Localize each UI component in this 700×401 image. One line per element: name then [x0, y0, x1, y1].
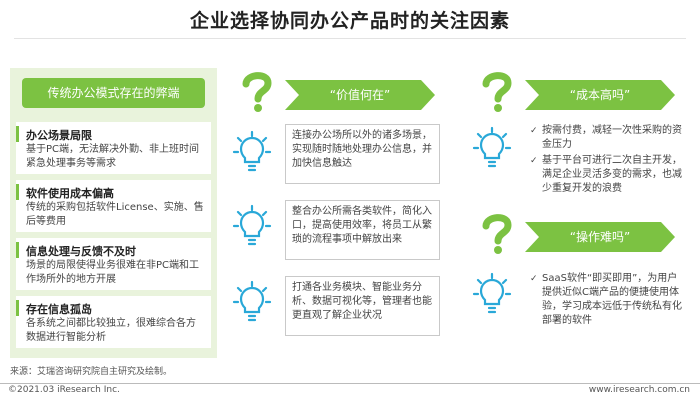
issue-card-body: 传统的采购包括软件License、实施、售后等费用	[26, 202, 204, 227]
usability-arrow-banner: “操作难吗”	[525, 222, 675, 252]
issue-card-title: 办公场景局限	[26, 129, 92, 142]
issue-card-title: 存在信息孤岛	[26, 303, 92, 316]
value-box-analytics: 打通各业务模块、智能业务分析、数据可视化等，管理者也能更直观了解企业状况	[285, 276, 440, 336]
lightbulb-icon	[232, 204, 272, 246]
footer-divider	[0, 383, 700, 384]
card-accent-bar	[16, 126, 19, 142]
cost-bullet-list: 按需付费，减轻一次性采购的资金压力 基于平台可进行二次自主开发，满足企业灵活多变…	[530, 124, 682, 198]
issue-card-body: 基于PC端，无法解决外勤、非上班时间紧急处理事务等需求	[26, 144, 200, 169]
lightbulb-icon	[472, 126, 512, 168]
website-link[interactable]: www.iresearch.com.cn	[588, 385, 690, 395]
issue-card-body: 场景的局限使得业务很难在非PC端和工作场所外的地方开展	[26, 260, 200, 285]
copyright-text: ©2021.03 iResearch Inc.	[8, 385, 120, 395]
issue-card-feedback: 信息处理与反馈不及时 场景的局限使得业务很难在非PC端和工作场所外的地方开展	[16, 238, 211, 290]
bullet-item: 基于平台可进行二次自主开发，满足企业灵活多变的需求，也减少重复开发的浪费	[530, 154, 682, 196]
issue-card-title: 软件使用成本偏高	[26, 187, 114, 200]
issue-card-cost: 软件使用成本偏高 传统的采购包括软件License、实施、售后等费用	[16, 180, 211, 232]
page-title: 企业选择协同办公产品时的关注因素	[189, 10, 510, 32]
lightbulb-icon	[232, 130, 272, 172]
question-mark-icon	[242, 72, 272, 112]
issue-card-scene: 办公场景局限 基于PC端，无法解决外勤、非上班时间紧急处理事务等需求	[16, 122, 211, 174]
question-mark-icon	[482, 72, 512, 112]
issue-card-title: 信息处理与反馈不及时	[26, 245, 136, 258]
card-accent-bar	[16, 184, 19, 200]
card-accent-bar	[16, 242, 19, 258]
question-mark-icon	[482, 214, 512, 254]
left-panel-header: 传统办公模式存在的弊端	[22, 78, 205, 108]
lightbulb-icon	[232, 280, 272, 322]
value-box-integration: 整合办公所需各类软件，简化入口，提高使用效率，将员工从繁琐的流程事项中解放出来	[285, 200, 440, 260]
title-divider	[14, 38, 686, 39]
value-box-scenes: 连接办公场所以外的诸多场景，实现随时随地处理办公信息，并加快信息触达	[285, 124, 440, 184]
bullet-item: SaaS软件“即买即用”，为用户提供近似C端产品的便捷使用体验，学习成本远低于传…	[530, 272, 682, 328]
source-note: 来源：艾瑞咨询研究院自主研究及绘制。	[10, 367, 173, 377]
cost-arrow-banner: “成本高吗”	[525, 80, 675, 110]
issue-card-body: 各系统之间都比较独立，很难综合各方数据进行智能分析	[26, 318, 196, 343]
lightbulb-icon	[472, 272, 512, 314]
bullet-item: 按需付费，减轻一次性采购的资金压力	[530, 124, 682, 152]
value-arrow-banner: “价值何在”	[285, 80, 435, 110]
usability-bullet-list: SaaS软件“即买即用”，为用户提供近似C端产品的便捷使用体验，学习成本远低于传…	[530, 272, 682, 330]
issue-card-silo: 存在信息孤岛 各系统之间都比较独立，很难综合各方数据进行智能分析	[16, 296, 211, 348]
card-accent-bar	[16, 300, 19, 316]
